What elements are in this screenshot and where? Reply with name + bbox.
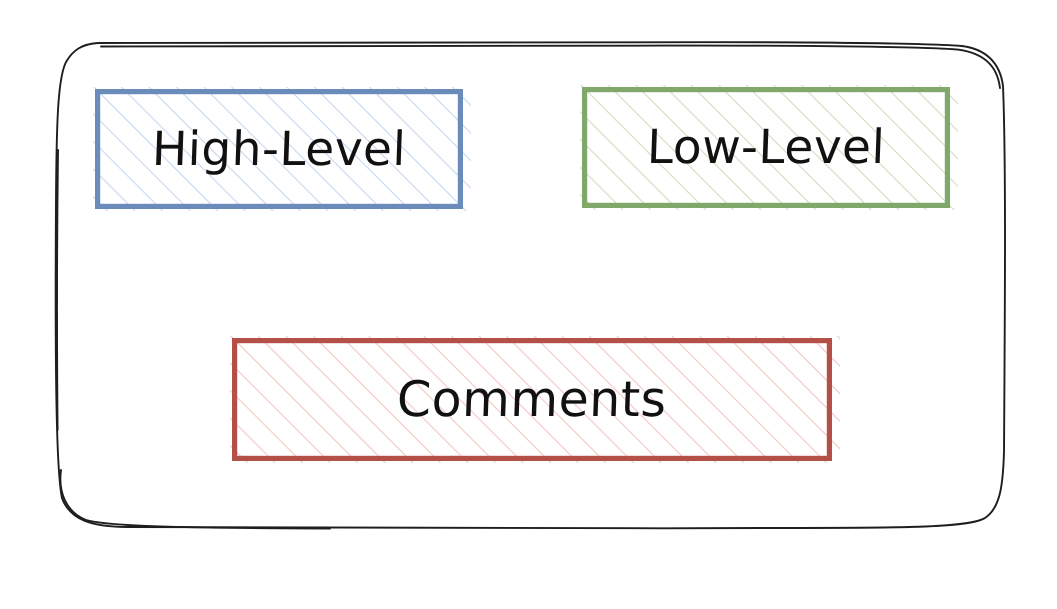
node-label-low-level: Low-Level [645,120,886,175]
node-low-level[interactable]: Low-Level [580,85,958,210]
node-comments[interactable]: Comments [230,336,840,463]
hatch-pattern-green [580,85,958,210]
node-high-level[interactable]: High-Level [93,87,471,211]
node-label-high-level: High-Level [151,121,407,177]
hatch-pattern-blue [93,87,471,211]
hatch-pattern-red [230,336,840,463]
node-label-comments: Comments [396,371,668,428]
